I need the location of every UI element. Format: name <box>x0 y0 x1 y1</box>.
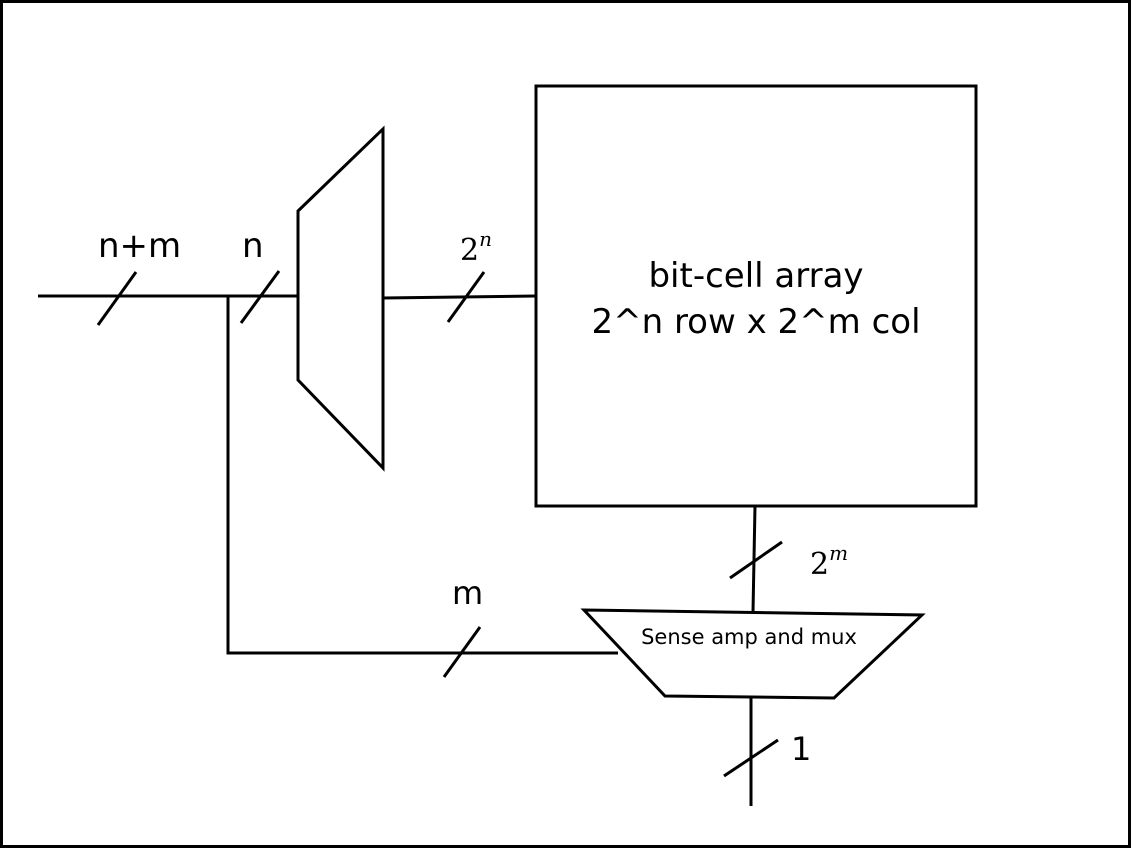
column-address-wire <box>226 296 618 655</box>
input-bus-label: n+m <box>98 226 181 266</box>
row-decoder <box>296 125 385 472</box>
bit-cell-array <box>534 84 978 508</box>
decoder-output-label: 2n <box>460 227 492 268</box>
decoder-output-tick <box>446 271 486 323</box>
array-output-wire <box>751 505 757 613</box>
array-dimensions: 2^n row x 2^m col <box>591 302 920 342</box>
sense-amp-mux-label: Sense amp and mux <box>641 625 857 649</box>
array-title: bit-cell array <box>648 256 863 296</box>
output-tick <box>723 738 779 778</box>
array-output-tick <box>729 540 783 580</box>
column-address-label: m <box>452 574 483 612</box>
column-address-tick <box>442 626 482 678</box>
sense-amp-mux <box>580 608 926 700</box>
array-output-label: 2m <box>810 541 848 582</box>
output-label: 1 <box>791 730 811 768</box>
row-address-label: n <box>242 226 264 266</box>
row-address-tick <box>239 270 281 324</box>
decoder-output-wire <box>382 294 537 300</box>
input-bus-tick <box>96 271 138 326</box>
